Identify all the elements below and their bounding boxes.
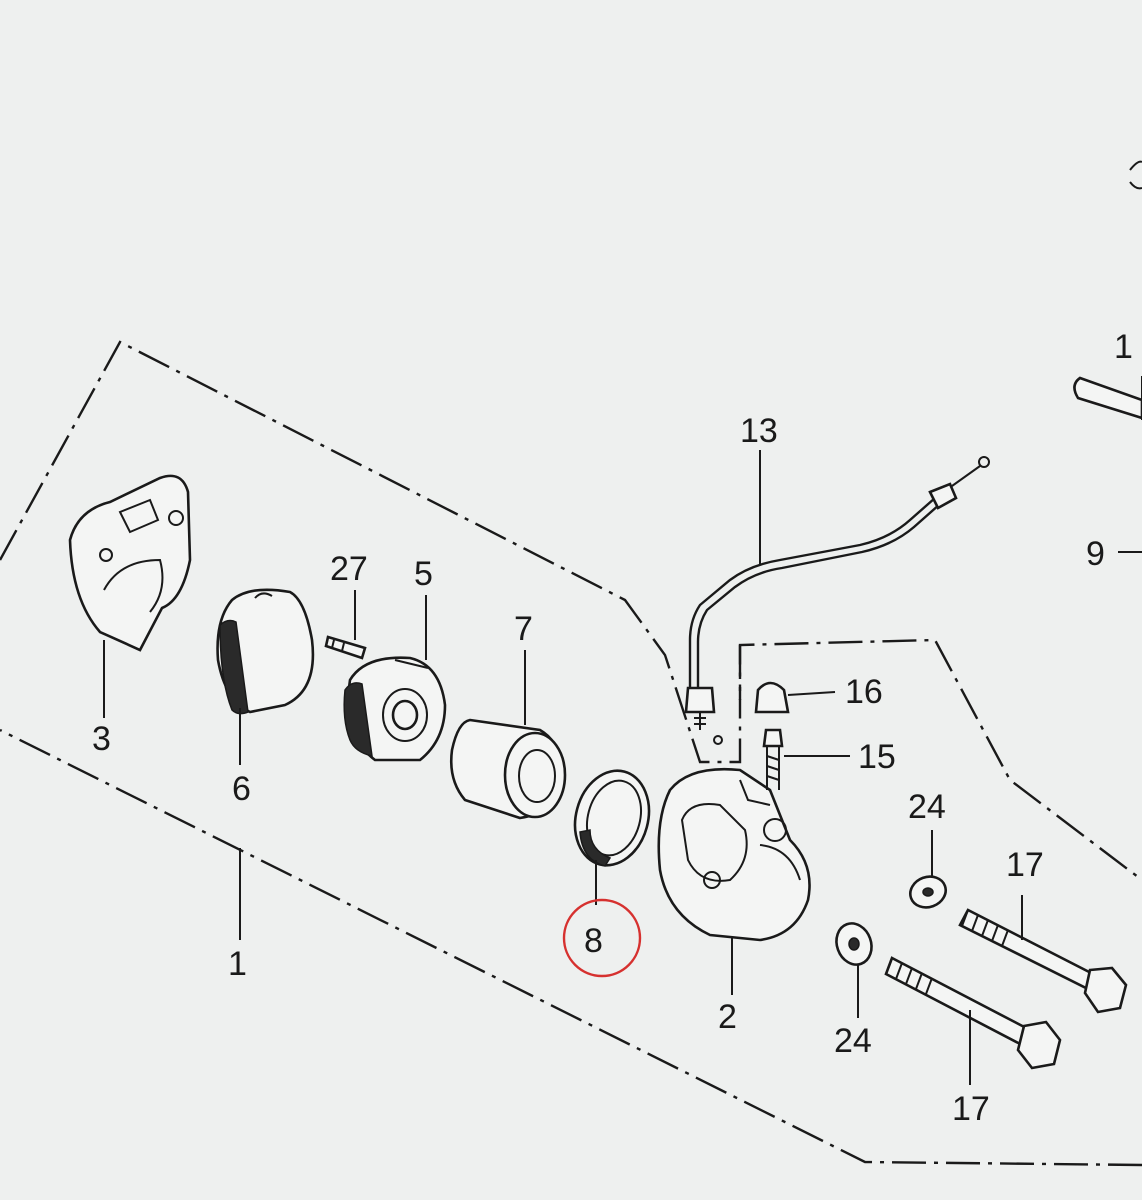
part-5-pad bbox=[343, 656, 447, 762]
label-part-17-upper: 17 bbox=[1006, 846, 1044, 884]
part-24-washer-upper bbox=[909, 830, 947, 909]
label-part-17-lower: 17 bbox=[952, 1090, 990, 1128]
label-part-9: 9 bbox=[1086, 535, 1105, 573]
part-16-bleed-cap bbox=[754, 681, 836, 714]
label-part-5: 5 bbox=[414, 555, 433, 593]
part-17-bolt-lower bbox=[884, 956, 1062, 1085]
part-6-brake-pad bbox=[216, 588, 315, 715]
label-part-7: 7 bbox=[514, 610, 533, 648]
assembly-boundary-outline bbox=[0, 340, 1142, 1167]
part-8-seal-ring bbox=[573, 769, 651, 867]
label-part-2: 2 bbox=[718, 998, 737, 1036]
part-13-brake-pipe bbox=[684, 456, 990, 745]
part-7-piston bbox=[450, 718, 567, 820]
label-part-13: 13 bbox=[740, 412, 778, 450]
label-part-16: 16 bbox=[845, 673, 883, 711]
edge-partial-parts bbox=[1073, 160, 1142, 420]
label-part-27: 27 bbox=[330, 550, 368, 588]
part-17-bolt-upper bbox=[958, 895, 1128, 1014]
label-part-24-upper: 24 bbox=[908, 788, 946, 826]
label-part-6: 6 bbox=[232, 770, 251, 808]
label-edge-1: 1 bbox=[1114, 328, 1133, 366]
part-27-pin bbox=[324, 635, 367, 660]
label-part-15: 15 bbox=[858, 738, 896, 776]
leader-lines bbox=[103, 376, 1142, 995]
label-part-3: 3 bbox=[92, 720, 111, 758]
label-part-1: 1 bbox=[228, 945, 247, 983]
label-part-8: 8 bbox=[584, 922, 603, 960]
part-2-caliper-body bbox=[657, 767, 811, 942]
part-3-shim bbox=[68, 474, 192, 652]
part-24-washer-lower bbox=[835, 922, 873, 1018]
highlight-circle bbox=[562, 898, 642, 978]
label-part-24-lower: 24 bbox=[834, 1022, 872, 1060]
part-15-bleed-valve bbox=[762, 728, 850, 790]
